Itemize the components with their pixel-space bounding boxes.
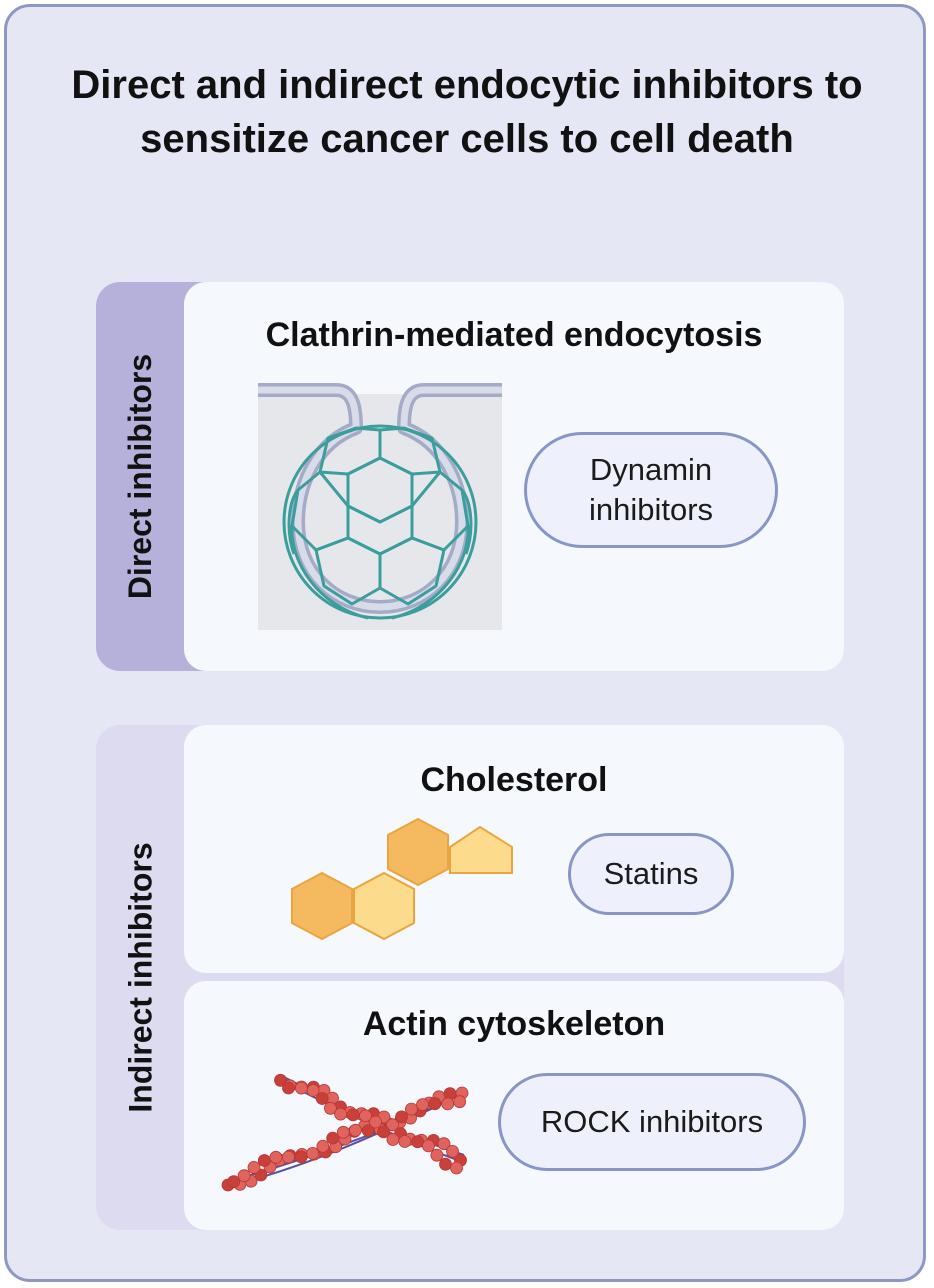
actin-bead	[437, 1137, 451, 1151]
actin-card: Actin cytoskeleton ROCK inhibitors	[184, 981, 844, 1230]
actin-bead	[348, 1123, 362, 1137]
actin-filament-icon	[221, 1073, 469, 1192]
actin-bead	[326, 1131, 340, 1145]
actin-bead	[453, 1095, 467, 1109]
cholesterol-card-title: Cholesterol	[420, 761, 608, 799]
actin-bead	[315, 1092, 329, 1105]
actin-bead	[316, 1139, 330, 1153]
actin-bead	[441, 1097, 455, 1111]
direct-inhibitors-label: Direct inhibitors	[122, 353, 159, 600]
figure-title: Direct and indirect endocytic inhibitors…	[71, 63, 863, 161]
actin-bead	[377, 1125, 391, 1139]
actin-bead	[334, 1107, 347, 1121]
actin-bead	[411, 1135, 425, 1149]
actin-bead	[359, 1109, 372, 1123]
actin-bead	[306, 1084, 320, 1097]
statins-pill: Statins	[568, 833, 734, 915]
actin-bead	[294, 1150, 308, 1164]
dynamin-inhibitors-pill: Dynamin inhibitors	[524, 432, 778, 548]
actin-bead	[274, 1073, 287, 1087]
actin-bead	[404, 1102, 418, 1116]
rock-inhibitors-pill: ROCK inhibitors	[498, 1073, 806, 1171]
actin-bead	[430, 1148, 444, 1162]
actin-bead	[247, 1161, 261, 1174]
actin-bead	[306, 1147, 320, 1160]
actin-bead	[346, 1108, 360, 1122]
actin-bead	[282, 1150, 295, 1164]
actin-bead	[269, 1150, 283, 1164]
actin-bead	[324, 1101, 337, 1115]
cholesterol-molecule-icon	[291, 817, 513, 941]
actin-card-title: Actin cytoskeleton	[362, 1005, 666, 1043]
actin-bead	[450, 1161, 463, 1175]
actin-bead	[336, 1125, 350, 1139]
actin-bead	[446, 1145, 459, 1158]
actin-bead	[295, 1081, 308, 1095]
actin-bead	[395, 1110, 408, 1124]
actin-bead	[421, 1139, 435, 1153]
cholesterol-card: Cholesterol Statins	[184, 725, 844, 973]
clathrin-card-title: Clathrin-mediated endocytosis	[265, 316, 763, 354]
actin-bead	[398, 1135, 412, 1148]
actin-bead	[416, 1098, 429, 1111]
actin-bead	[282, 1081, 295, 1095]
clathrin-card: Clathrin-mediated endocytosis Dynamin in…	[184, 282, 844, 671]
actin-bead	[386, 1133, 400, 1146]
actin-bead	[428, 1097, 442, 1111]
actin-bead	[257, 1154, 271, 1167]
actin-bead	[237, 1169, 251, 1183]
actin-bead	[227, 1175, 241, 1189]
actin-bead	[439, 1157, 452, 1171]
clathrin-coated-pit-icon	[258, 382, 502, 630]
actin-bead	[369, 1115, 382, 1129]
actin-bead	[386, 1118, 399, 1132]
indirect-inhibitors-label: Indirect inhibitors	[122, 842, 159, 1113]
